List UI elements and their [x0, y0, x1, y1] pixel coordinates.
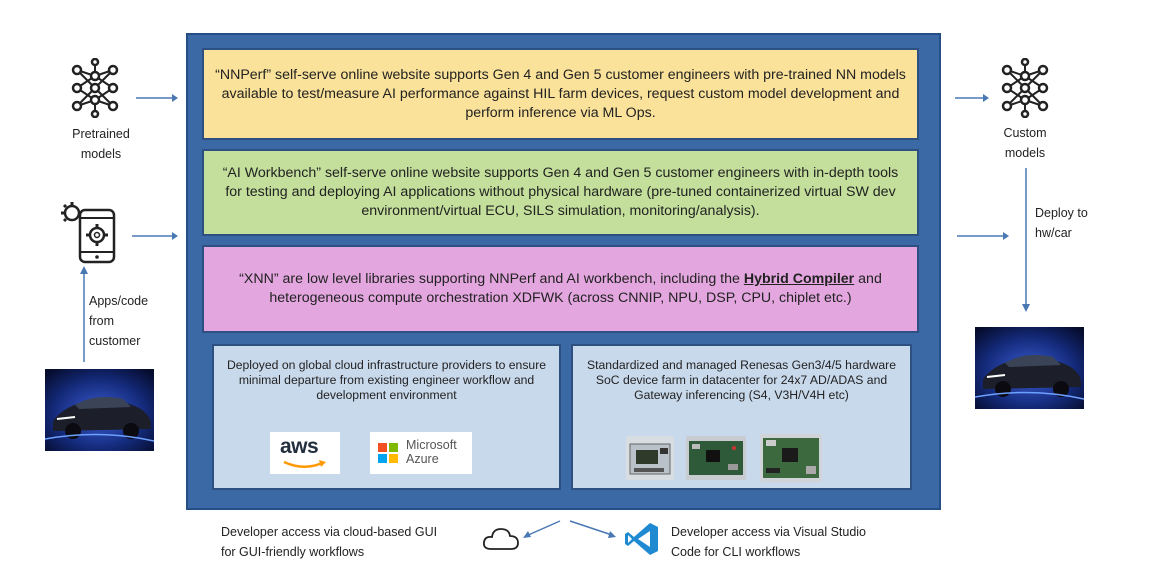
- phone-gear-icon: [61, 202, 116, 264]
- azure-line2: Azure: [406, 452, 439, 466]
- board-3-image: [760, 434, 822, 482]
- pretrained-label: Pretrained models: [65, 124, 137, 164]
- gui-line2: for GUI-friendly workflows: [221, 545, 365, 559]
- cli-access-label: Developer access via Visual Studio Code …: [671, 522, 866, 562]
- car-image-right: [975, 327, 1084, 409]
- cloud-icon: [482, 528, 519, 550]
- nnperf-band: “NNPerf” self-serve online website suppo…: [202, 48, 919, 140]
- custom-models-label: Custom models: [990, 123, 1060, 163]
- arrow-pretrained-in: [136, 94, 178, 102]
- pretrained-line2: models: [80, 147, 122, 161]
- gui-access-label: Developer access via cloud-based GUI for…: [221, 522, 437, 562]
- apps-line3: customer: [89, 334, 141, 348]
- ai-workbench-band: “AI Workbench” self-serve online website…: [202, 149, 919, 236]
- microsoft-logo-icon: [378, 443, 398, 463]
- board-2-image: [686, 436, 746, 480]
- ai-workbench-text: “AI Workbench” self-serve online website…: [222, 165, 899, 219]
- arrow-car-up: [80, 266, 88, 362]
- neural-network-icon-right: [1001, 58, 1049, 118]
- arrow-deploy-out: [957, 232, 1009, 240]
- xnn-text-after: and heterogeneous compute orchestration …: [269, 271, 882, 306]
- arrow-to-vscode: [569, 520, 616, 538]
- arrow-to-cloud: [523, 520, 561, 538]
- board-1-image: [626, 436, 674, 480]
- xnn-band: “XNN” are low level libraries supporting…: [202, 245, 919, 333]
- car-image-left: [45, 369, 154, 451]
- nnperf-text: “NNPerf” self-serve online website suppo…: [215, 66, 906, 121]
- apps-line1: Apps/code: [89, 294, 149, 308]
- apps-line2: from: [89, 314, 114, 328]
- custom-line2: models: [1004, 146, 1046, 160]
- aws-logo: aws: [270, 432, 340, 474]
- aws-logo-text: aws: [280, 435, 319, 458]
- pretrained-line1: Pretrained: [72, 127, 130, 141]
- azure-line1: Microsoft: [406, 438, 457, 452]
- xnn-text-before: “XNN” are low level libraries supporting…: [239, 271, 744, 287]
- cli-line1: Developer access via Visual Studio: [671, 525, 867, 539]
- cloud-panel-text: Deployed on global cloud infrastructure …: [226, 358, 547, 402]
- cli-line2: Code for CLI workflows: [671, 545, 801, 559]
- xnn-text: “XNN” are low level libraries supporting…: [214, 270, 907, 308]
- cloud-panel: Deployed on global cloud infrastructure …: [212, 344, 561, 490]
- deploy-label: Deploy to hw/car: [1035, 203, 1088, 243]
- apps-label: Apps/code from customer: [89, 291, 148, 351]
- vscode-icon: [625, 523, 658, 555]
- gui-line1: Developer access via cloud-based GUI: [221, 525, 438, 539]
- aws-smile-icon: [283, 460, 326, 468]
- azure-logo-text: Microsoft Azure: [406, 438, 457, 466]
- arrow-deploy-down: [1022, 168, 1030, 312]
- arrow-custom-out: [955, 94, 989, 102]
- deploy-line2: hw/car: [1035, 226, 1072, 240]
- deploy-line1: Deploy to: [1035, 206, 1088, 220]
- hybrid-compiler-link[interactable]: Hybrid Compiler: [743, 271, 855, 287]
- neural-network-icon-left: [71, 58, 119, 118]
- azure-logo: Microsoft Azure: [370, 432, 472, 474]
- custom-line1: Custom: [1003, 126, 1047, 140]
- hardware-panel: Standardized and managed Renesas Gen3/4/…: [571, 344, 912, 490]
- hardware-panel-text: Standardized and managed Renesas Gen3/4/…: [587, 358, 896, 402]
- arrow-apps-in: [132, 232, 178, 240]
